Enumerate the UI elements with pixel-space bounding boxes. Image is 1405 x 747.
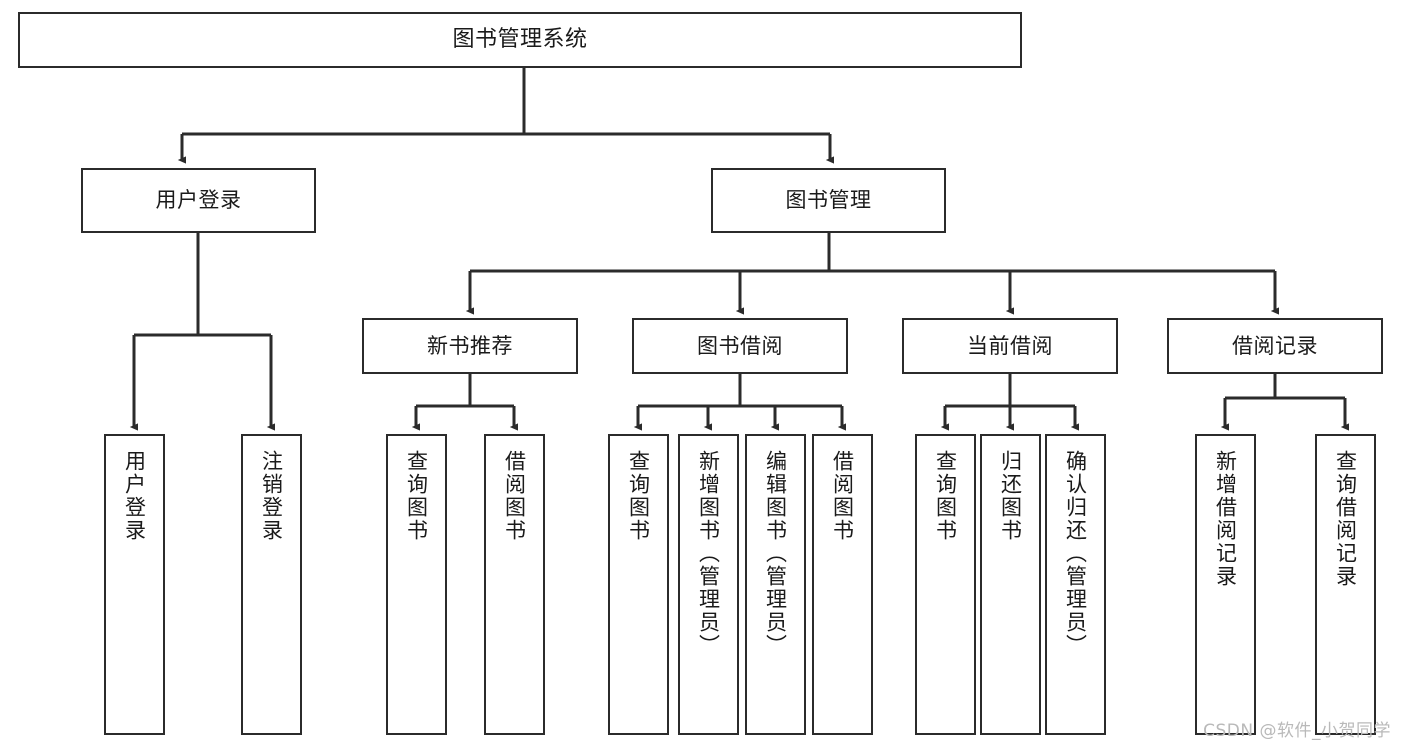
node-label: 归还图书 <box>998 450 1023 542</box>
node-leaf-current-query-books[interactable]: 查询图书 <box>915 434 976 735</box>
node-leaf-current-confirm-return-admin[interactable]: 确认归还（管理员） <box>1045 434 1106 735</box>
node-user-login[interactable]: 用户登录 <box>81 168 316 233</box>
node-label: 图书管理系统 <box>452 27 588 53</box>
node-current-borrow[interactable]: 当前借阅 <box>902 318 1118 374</box>
node-leaf-user-login[interactable]: 用户登录 <box>104 434 165 735</box>
node-leaf-borrow-edit-book-admin[interactable]: 编辑图书（管理员） <box>745 434 806 735</box>
node-label: 查询图书 <box>626 450 651 542</box>
node-label: 查询图书 <box>933 450 958 542</box>
node-label: 注销登录 <box>259 450 284 542</box>
node-new-book-recommend[interactable]: 新书推荐 <box>362 318 578 374</box>
node-label: 新增借阅记录 <box>1213 450 1238 588</box>
node-book-management[interactable]: 图书管理 <box>711 168 946 233</box>
node-label: 新书推荐 <box>427 333 513 358</box>
node-leaf-newbook-query-books[interactable]: 查询图书 <box>386 434 447 735</box>
node-leaf-newbook-borrow-books[interactable]: 借阅图书 <box>484 434 545 735</box>
node-label: 查询借阅记录 <box>1333 450 1358 588</box>
node-label: 借阅记录 <box>1232 333 1318 358</box>
node-label: 借阅图书 <box>502 450 527 542</box>
node-leaf-record-add-borrow-record[interactable]: 新增借阅记录 <box>1195 434 1256 735</box>
node-root-book-management-system[interactable]: 图书管理系统 <box>18 12 1022 68</box>
node-leaf-logout-login[interactable]: 注销登录 <box>241 434 302 735</box>
node-label: 用户登录 <box>155 188 242 213</box>
node-label: 确认归还（管理员） <box>1063 450 1088 657</box>
node-label: 借阅图书 <box>830 450 855 542</box>
node-leaf-current-return-books[interactable]: 归还图书 <box>980 434 1041 735</box>
node-borrow-record[interactable]: 借阅记录 <box>1167 318 1383 374</box>
node-book-borrow[interactable]: 图书借阅 <box>632 318 848 374</box>
node-label: 新增图书（管理员） <box>696 450 721 657</box>
node-label: 编辑图书（管理员） <box>763 450 788 657</box>
node-leaf-borrow-add-book-admin[interactable]: 新增图书（管理员） <box>678 434 739 735</box>
node-label: 用户登录 <box>122 450 147 542</box>
watermark-text: CSDN @软件_小贺同学 <box>1203 721 1391 741</box>
node-label: 图书管理 <box>785 188 872 213</box>
node-leaf-record-query-borrow-record[interactable]: 查询借阅记录 <box>1315 434 1376 735</box>
node-leaf-borrow-query-books[interactable]: 查询图书 <box>608 434 669 735</box>
node-leaf-borrow-borrow-books[interactable]: 借阅图书 <box>812 434 873 735</box>
node-label: 查询图书 <box>404 450 429 542</box>
node-label: 图书借阅 <box>697 333 783 358</box>
node-label: 当前借阅 <box>967 333 1053 358</box>
